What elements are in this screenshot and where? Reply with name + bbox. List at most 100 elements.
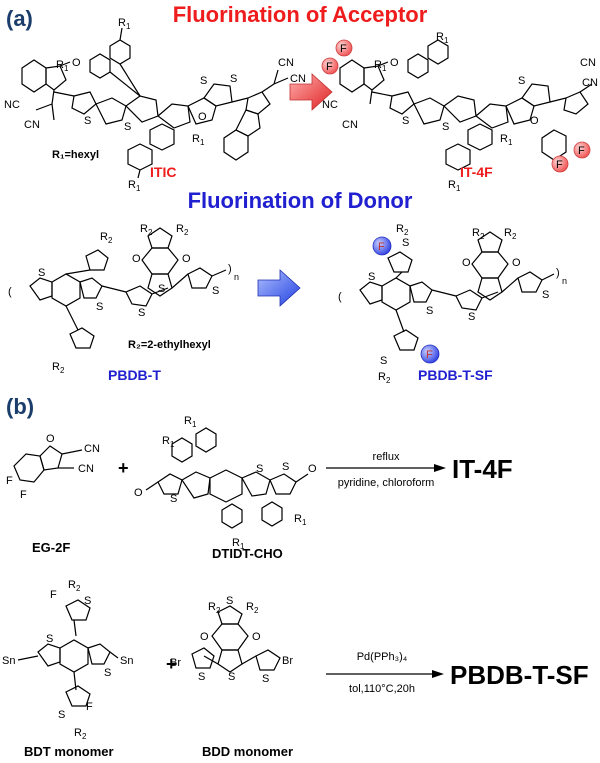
svg-text:R: R	[374, 59, 382, 71]
svg-text:S: S	[38, 267, 45, 279]
svg-text:S: S	[158, 283, 165, 295]
svg-text:R: R	[448, 179, 456, 191]
reaction-arrow-1: reflux pyridine, chloroform	[326, 451, 446, 489]
eg2f-label: EG-2F	[32, 540, 70, 555]
plus-2: +	[166, 654, 177, 674]
svg-text:S: S	[124, 121, 131, 133]
svg-text:O: O	[182, 253, 191, 265]
svg-text:R: R	[118, 17, 126, 29]
product-pbdbtsf: PBDB-T-SF	[450, 660, 589, 690]
acceptor-heading: Fluorination of Acceptor	[173, 2, 428, 27]
svg-text:O: O	[134, 487, 143, 499]
svg-text:S: S	[442, 121, 449, 133]
bdd-label: BDD monomer	[202, 744, 293, 759]
svg-text:F: F	[556, 159, 563, 171]
svg-text:R: R	[378, 371, 386, 383]
svg-text:CN: CN	[580, 57, 596, 69]
svg-text:O: O	[46, 433, 55, 445]
svg-text:O: O	[512, 257, 521, 269]
svg-text:O: O	[252, 631, 261, 643]
svg-text:R: R	[56, 59, 64, 71]
svg-text:F: F	[378, 241, 385, 253]
pbdbtsf-label: PBDB-T-SF	[418, 367, 493, 383]
svg-text:R: R	[504, 227, 512, 239]
svg-text:R: R	[162, 435, 170, 447]
svg-text:Sn: Sn	[120, 655, 133, 667]
svg-text:n: n	[234, 272, 239, 282]
svg-text:2: 2	[76, 584, 81, 593]
svg-text:S: S	[262, 673, 269, 685]
svg-text:S: S	[228, 671, 235, 683]
svg-text:R: R	[396, 223, 404, 235]
svg-text:R: R	[472, 227, 480, 239]
svg-text:2: 2	[108, 236, 113, 245]
dtidt-label: DTIDT-CHO	[212, 546, 283, 561]
svg-text:S: S	[230, 73, 237, 85]
svg-text:2: 2	[480, 232, 485, 241]
svg-text:F: F	[6, 475, 13, 487]
svg-text:2: 2	[148, 228, 153, 237]
svg-text:CN: CN	[78, 463, 94, 475]
svg-text:NC: NC	[322, 99, 338, 111]
svg-text:S: S	[200, 75, 207, 87]
svg-text:2: 2	[254, 606, 259, 615]
svg-text:R: R	[192, 133, 200, 145]
reaction-arrow-2: Pd(PPh₃)₄ tol,110°C,20h	[326, 651, 444, 695]
svg-text:2: 2	[512, 232, 517, 241]
svg-text:2: 2	[60, 366, 65, 375]
svg-text:R: R	[436, 31, 444, 43]
svg-text:S: S	[198, 671, 205, 683]
svg-text:O: O	[462, 257, 471, 269]
svg-text:2: 2	[216, 606, 221, 615]
svg-text:CN: CN	[278, 57, 294, 69]
svg-text:2: 2	[184, 228, 189, 237]
svg-text:O: O	[390, 57, 399, 69]
svg-text:1: 1	[444, 36, 449, 45]
svg-text:CN: CN	[342, 119, 358, 131]
svg-text:S: S	[212, 285, 219, 297]
svg-text:R: R	[184, 415, 192, 427]
svg-text:1: 1	[508, 138, 513, 147]
panel-a-label: (a)	[6, 6, 33, 31]
pbdbt-label: PBDB-T	[108, 367, 161, 383]
svg-text:F: F	[50, 589, 57, 601]
svg-text:R: R	[208, 601, 216, 613]
svg-text:1: 1	[456, 184, 461, 193]
product-it4f: IT-4F	[452, 454, 513, 484]
catalyst-label: Pd(PPh₃)₄	[357, 651, 408, 663]
svg-text:S: S	[104, 667, 111, 679]
svg-text:CN: CN	[290, 73, 306, 85]
bdt-label: BDT monomer	[24, 744, 114, 759]
svg-text:F: F	[86, 701, 93, 713]
svg-text:O: O	[200, 631, 209, 643]
plus-1: +	[118, 458, 129, 478]
svg-text:1: 1	[382, 64, 387, 73]
svg-text:S: S	[518, 75, 525, 87]
r2-definition: R₂=2-ethylhexyl	[128, 339, 211, 351]
svg-text:S: S	[380, 355, 387, 367]
svg-text:Sn: Sn	[2, 655, 15, 667]
panel-b-label: (b)	[6, 394, 34, 419]
acceptor-arrow	[289, 73, 333, 111]
svg-text:Br: Br	[170, 657, 181, 669]
svg-text:): )	[556, 267, 560, 279]
conditions-label: tol,110°C,20h	[349, 683, 415, 695]
svg-text:1: 1	[200, 138, 205, 147]
svg-text:O: O	[198, 111, 207, 123]
svg-text:CN: CN	[582, 77, 598, 89]
reflux-label: reflux	[373, 451, 400, 463]
svg-text:Br: Br	[282, 655, 293, 667]
svg-text:S: S	[256, 463, 263, 475]
svg-text:S: S	[368, 271, 375, 283]
svg-text:S: S	[282, 461, 289, 473]
svg-text:NC: NC	[4, 99, 20, 111]
svg-text:1: 1	[64, 64, 69, 73]
svg-text:2: 2	[82, 732, 87, 741]
